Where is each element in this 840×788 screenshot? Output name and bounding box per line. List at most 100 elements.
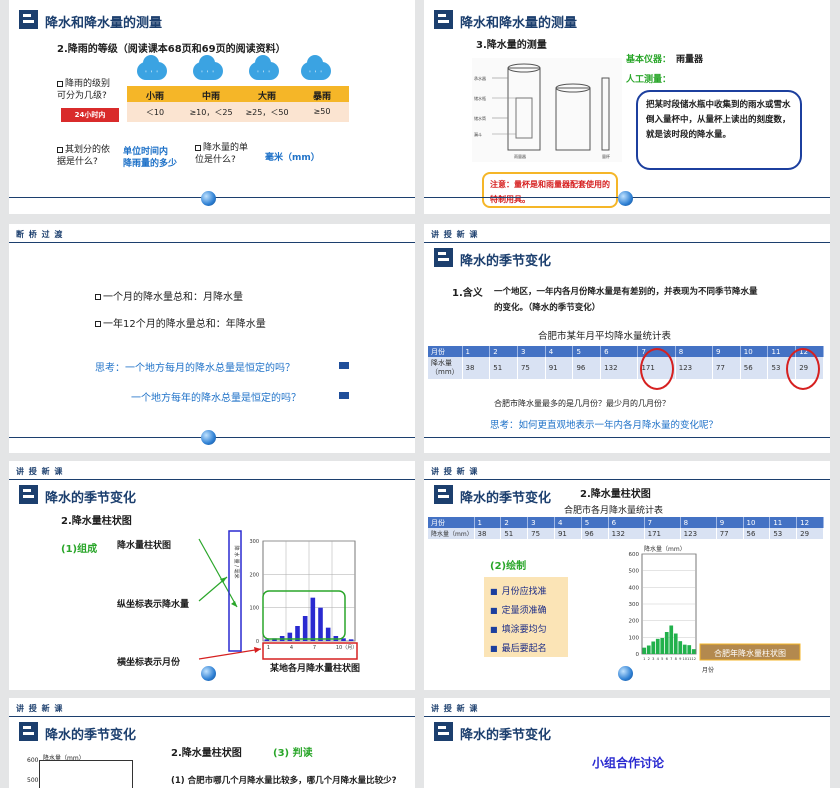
slide-rain-levels[interactable]: 降水和降水量的测量 2.降雨的等级（阅读课本68页和69页的阅读资料） 降雨的级… — [9, 0, 415, 214]
min-highlight-circle — [786, 348, 820, 390]
y-tick: 500 — [27, 777, 39, 784]
part-label: (3) 判读 — [273, 748, 313, 759]
bar — [341, 638, 346, 641]
table-head-cell: 月份 — [428, 517, 475, 528]
diagram-label: 储水筒 — [474, 115, 486, 121]
table-head-cell: 5 — [572, 346, 602, 357]
x-tick-label: 10（月） — [336, 645, 357, 651]
chart-caption: 合肥年降水量柱状图 — [714, 648, 786, 658]
table-cell: 77 — [712, 357, 741, 379]
table-head-cell: 3 — [517, 346, 546, 357]
globe-icon[interactable] — [201, 666, 216, 681]
x-tick-label: 5 — [661, 657, 663, 661]
title-icon — [19, 722, 38, 741]
manual-label: 人工测量： — [626, 75, 672, 85]
table-head-cell: 9 — [716, 517, 744, 528]
play-icon[interactable] — [339, 362, 349, 369]
bar — [302, 616, 308, 641]
slide-transition[interactable]: 断 桥 过 渡 一个月的降水量总和：月降水量 一年12个月的降水量总和：年降水量… — [9, 224, 415, 453]
slide-seasonal-def[interactable]: 讲 授 新 课 降水的季节变化 1.含义 一个地区，一年内各月份降水量是有差别的… — [424, 224, 830, 453]
table-cell: 123 — [675, 357, 714, 379]
table-cell: 53 — [769, 528, 798, 539]
levels-row — [127, 86, 349, 102]
bar — [673, 633, 678, 654]
table-cell: 77 — [716, 528, 744, 539]
slide-bar-chart-parts[interactable]: 讲 授 新 课 降水的季节变化 2.降水量柱状图 (1)组成 降水量柱状图 纵坐… — [9, 461, 415, 690]
table-cell: 56 — [740, 357, 769, 379]
slide-bar-chart-draw[interactable]: 讲 授 新 课 降水的季节变化 2.降水量柱状图 合肥市各月降水量统计表 月份 … — [424, 461, 830, 690]
question-max-min: 合肥市降水量最多的是几月份？最少月的几月份？ — [494, 399, 670, 408]
y-tick-label: 400 — [629, 585, 640, 591]
table-head-cell: 4 — [545, 346, 574, 357]
bar — [642, 647, 647, 654]
ranges-row — [127, 102, 349, 122]
part-label: (2)绘制 — [490, 561, 527, 572]
subtitle: 2.降水量柱状图 — [580, 489, 651, 500]
table-head-cell: 月份 — [428, 346, 463, 357]
instrument-label: 基本仪器： — [626, 55, 672, 65]
time-badge: 24小时内 — [61, 108, 119, 122]
discussion-heading: 小组合作讨论 — [592, 756, 665, 770]
question-unit: 降水量的单 位是什么? — [195, 143, 249, 165]
question-basis: 其划分的依 据是什么? — [57, 145, 111, 167]
slide-title: 降水和降水量的测量 — [45, 16, 163, 31]
table-head-cell: 6 — [608, 517, 645, 528]
globe-icon[interactable] — [618, 666, 633, 681]
bar — [325, 627, 331, 641]
slide-rain-measure[interactable]: 降水和降水量的测量 3.降水量的测量 承水器 储水瓶 储水筒 漏斗 量杯 雨量器… — [424, 0, 830, 214]
level-light: 小雨 — [145, 92, 164, 102]
table-cell: 132 — [600, 357, 639, 379]
diagram-label: 储水瓶 — [474, 95, 486, 101]
globe-icon[interactable] — [618, 191, 633, 206]
play-icon[interactable] — [339, 392, 349, 399]
chart-caption: 某地各月降水量柱状图 — [270, 662, 360, 674]
table-row-label: 降水量（mm） — [428, 528, 475, 539]
title-icon — [434, 722, 453, 741]
globe-icon[interactable] — [201, 191, 216, 206]
tag-line — [424, 716, 830, 717]
y-tick-label: 500 — [629, 569, 640, 575]
bar — [691, 649, 696, 654]
section-tag: 讲 授 新 课 — [431, 230, 479, 239]
slide-title: 降水的季节变化 — [460, 254, 552, 269]
table-head-cell: 7 — [644, 517, 681, 528]
x-tick-label: 7 — [670, 657, 672, 661]
label-chart: 降水量柱状图 — [117, 541, 172, 551]
slide-bar-chart-read[interactable]: 讲 授 新 课 降水的季节变化 2.降水量柱状图 (3) 判读 降水量（mm） … — [9, 698, 415, 788]
table-head-cell: 3 — [527, 517, 555, 528]
label-x-axis: 横坐标表示月份 — [117, 658, 181, 668]
bar — [646, 645, 651, 654]
bars-highlight — [262, 590, 346, 640]
title-icon — [19, 485, 38, 504]
title-icon — [434, 248, 453, 267]
table-head-cell: 2 — [500, 517, 529, 528]
subtitle: 3.降水量的测量 — [476, 40, 547, 51]
x-tick-label: 3 — [652, 657, 654, 661]
section-tag: 讲 授 新 课 — [16, 467, 64, 476]
bar — [682, 644, 687, 654]
range-light: ＜10 — [145, 108, 165, 117]
section-tag: 讲 授 新 课 — [431, 704, 479, 713]
rain-gauge-diagram: 承水器 储水瓶 储水筒 漏斗 量杯 雨量器 — [472, 58, 622, 162]
range-heavy: ≥25，＜50 — [245, 108, 289, 117]
subtitle: 2.降水量柱状图 — [171, 748, 242, 759]
y-tick: 600 — [27, 757, 39, 764]
x-tick-label: 9 — [679, 657, 682, 661]
y-unit-label: 降水量（mm） — [644, 545, 686, 553]
x-tick-label: 2 — [648, 657, 650, 661]
section-tag: 断 桥 过 渡 — [16, 230, 64, 239]
globe-icon[interactable] — [201, 430, 216, 445]
slide-title: 降水的季节变化 — [460, 728, 552, 743]
x-tick-label: 11 — [687, 657, 692, 661]
table-cell: 132 — [608, 528, 645, 539]
y-axis-highlight — [228, 530, 242, 652]
tip-item: 填涂要均匀 — [490, 622, 547, 635]
question-1: (1) 合肥市哪几个月降水量比较多，哪几个月降水量比较少? — [171, 776, 397, 786]
tag-line — [424, 242, 830, 243]
table-head-cell: 9 — [712, 346, 741, 357]
slide-discussion[interactable]: 讲 授 新 课 降水的季节变化 小组合作讨论 — [424, 698, 830, 788]
question-visual: 思考：如何更直观地表示一年内各月降水量的变化呢？ — [490, 420, 719, 431]
tag-line — [9, 716, 415, 717]
bar — [264, 639, 270, 641]
